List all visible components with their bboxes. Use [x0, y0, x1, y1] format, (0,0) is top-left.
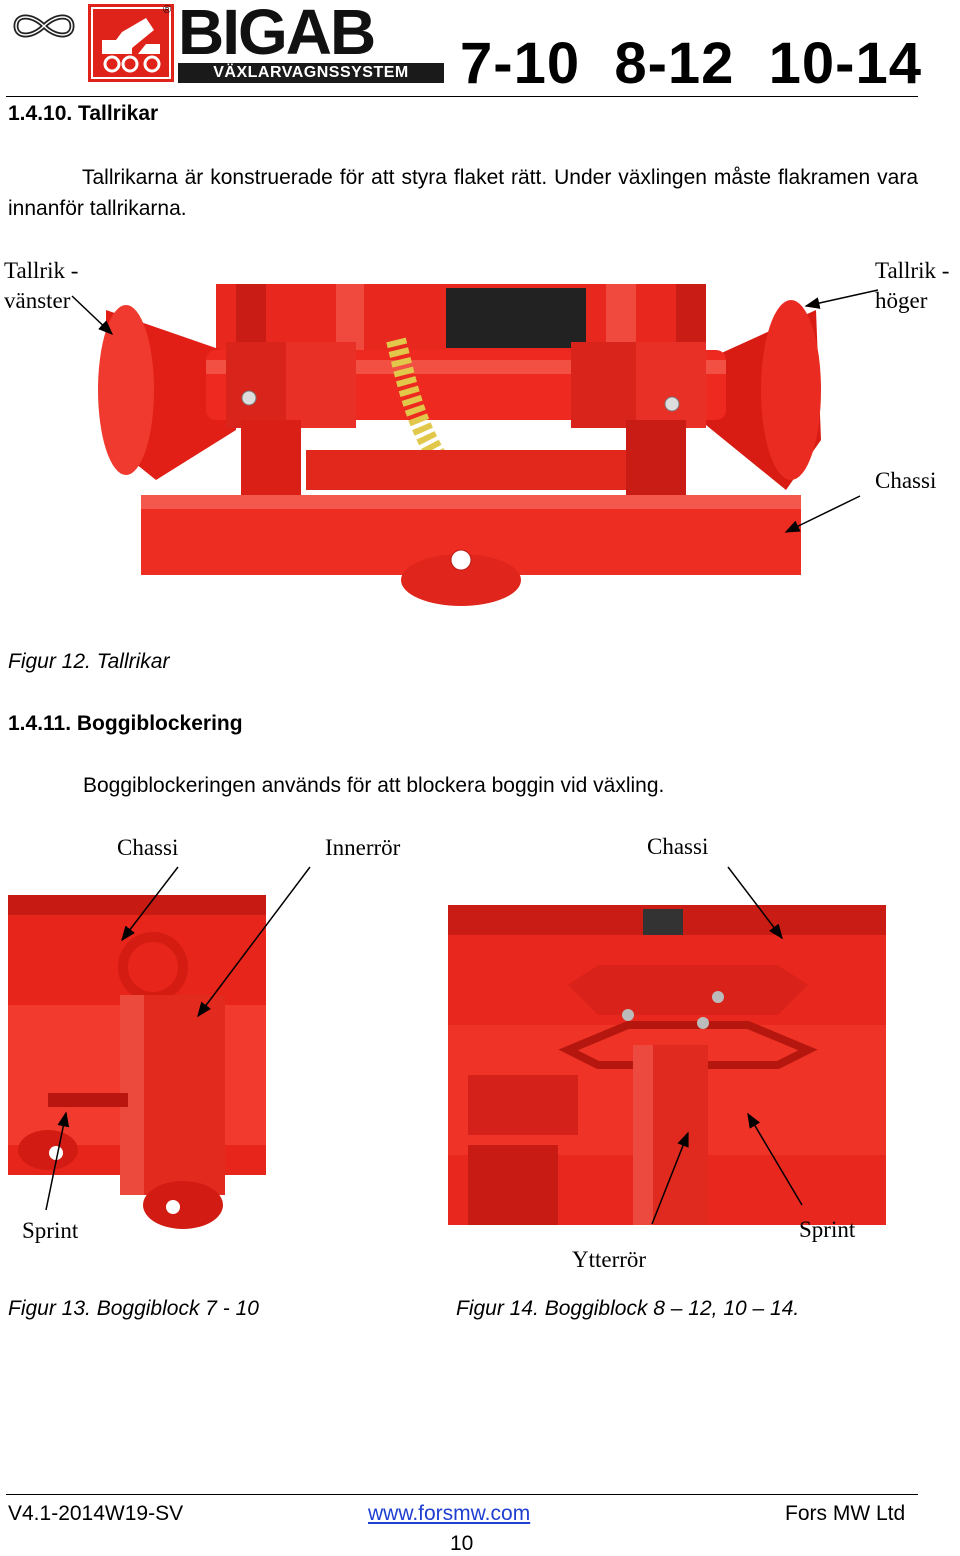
figure-12-caption: Figur 12. Tallrikar — [8, 650, 170, 673]
boggiblock-8-12-photo — [448, 905, 888, 1235]
page-number: 10 — [450, 1532, 474, 1555]
chain-logo-icon — [13, 14, 75, 38]
label-chassi-fig13: Chassi — [117, 835, 179, 860]
section-heading-boggiblockering: 1.4.11. Boggiblockering — [8, 712, 243, 735]
label-tallrik-vanster: Tallrik - vänster — [4, 258, 79, 313]
fig12-arrows — [71, 289, 879, 533]
figure-13-caption: Figur 13. Boggiblock 7 - 10 — [8, 1297, 259, 1320]
label-chassi-fig14: Chassi — [647, 834, 709, 859]
label-tallrik-hoger: Tallrik - höger — [875, 258, 950, 313]
footer-website-link[interactable]: www.forsmw.com — [368, 1502, 531, 1525]
fig13-14-arrows — [45, 866, 803, 1225]
tallrikar-photo — [86, 280, 836, 620]
label-chassi-fig12: Chassi — [875, 468, 937, 493]
truck-logo-icon — [88, 4, 174, 82]
boggiblock-7-10-photo — [8, 895, 268, 1235]
tallrikar-paragraph: Tallrikarna är konstruerade för att styr… — [8, 166, 918, 220]
footer-divider — [6, 1494, 918, 1495]
section-heading-tallrikar: 1.4.10. Tallrikar — [8, 102, 159, 125]
label-ytterror: Ytterrör — [572, 1247, 647, 1272]
label-innerror: Innerrör — [325, 835, 401, 860]
model-range: 7-10 8-12 10-14 — [460, 31, 922, 96]
boggiblockering-paragraph: Boggiblockeringen används för att blocke… — [83, 774, 665, 797]
footer-company: Fors MW Ltd — [785, 1502, 906, 1525]
figure-14-caption: Figur 14. Boggiblock 8 – 12, 10 – 14. — [456, 1297, 800, 1320]
brand-subtitle: VÄXLARVAGNSSYSTEM — [178, 63, 444, 83]
registered-mark: ® — [163, 4, 172, 16]
label-sprint-fig14: Sprint — [799, 1217, 856, 1242]
brand-name: BIGAB — [178, 0, 376, 64]
header-divider — [6, 96, 918, 97]
label-sprint-fig13: Sprint — [22, 1218, 79, 1243]
footer-version: V4.1-2014W19-SV — [8, 1502, 184, 1525]
